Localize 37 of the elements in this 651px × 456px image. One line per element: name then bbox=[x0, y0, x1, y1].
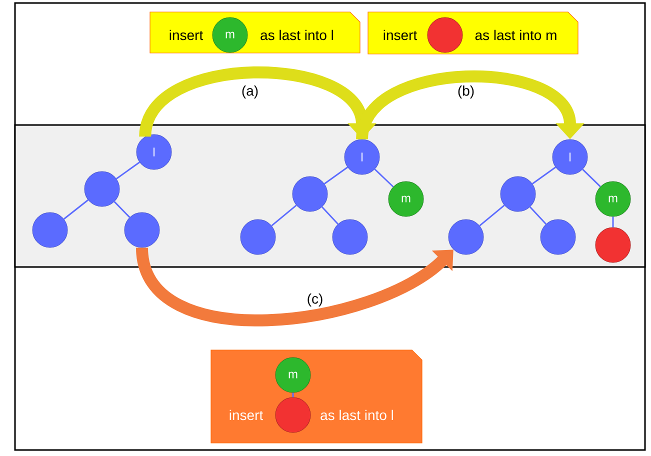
edge-label: (a) bbox=[242, 85, 258, 99]
tree-node bbox=[540, 219, 576, 255]
tree-node bbox=[292, 176, 328, 212]
tree-node bbox=[84, 171, 120, 207]
tree-node bbox=[427, 17, 463, 53]
tree-edge bbox=[532, 166, 556, 184]
edge-label: (c) bbox=[308, 293, 322, 307]
edge-label: (b) bbox=[458, 85, 474, 99]
tree-edge bbox=[271, 204, 297, 226]
tree-node bbox=[124, 212, 160, 248]
tree-edge bbox=[63, 199, 89, 220]
tree-edge bbox=[612, 216, 614, 228]
tree-edge bbox=[322, 206, 338, 225]
tree-edge bbox=[114, 201, 130, 218]
tree-edge bbox=[324, 166, 348, 184]
tree-edge bbox=[116, 162, 140, 180]
tree-node bbox=[240, 219, 276, 255]
tree-edge bbox=[374, 168, 394, 188]
tree-node bbox=[332, 219, 368, 255]
tree-node: m bbox=[212, 17, 248, 53]
tree-node bbox=[500, 176, 536, 212]
tree-node: l bbox=[136, 134, 172, 170]
tree-node: l bbox=[344, 139, 380, 175]
tree-node: m bbox=[388, 181, 424, 217]
tree-node bbox=[32, 212, 68, 248]
tree-node bbox=[275, 397, 311, 433]
curved-arrow bbox=[136, 246, 454, 326]
tree-edge bbox=[582, 168, 601, 188]
tree-node bbox=[448, 219, 484, 255]
curved-arrow bbox=[356, 70, 585, 141]
tree-edge bbox=[479, 204, 505, 226]
tree-node: l bbox=[552, 139, 588, 175]
tree-node: m bbox=[275, 357, 311, 393]
tree-edge bbox=[530, 206, 546, 225]
tree-node bbox=[595, 227, 631, 263]
tree-edge bbox=[292, 392, 294, 398]
tree-node: m bbox=[595, 181, 631, 217]
